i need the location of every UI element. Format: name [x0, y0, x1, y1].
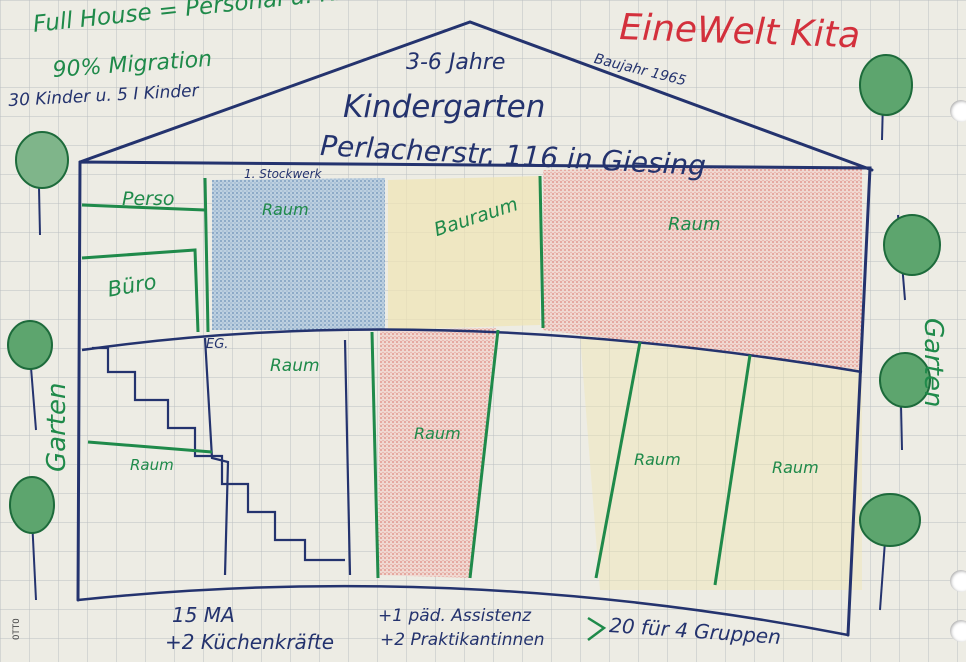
room-ground-5: Raum	[772, 458, 819, 477]
footer-bracket	[587, 616, 607, 641]
garden-right: Garten	[918, 318, 948, 408]
tree-icon	[883, 214, 941, 301]
room-ground-1: Raum	[270, 356, 320, 376]
upper-floor-label: 1. Stockwerk	[244, 167, 322, 181]
age-range: 3-6 Jahre	[406, 50, 506, 75]
kindergarten-label: Kindergarten	[343, 89, 546, 125]
ground-floor-label: EG.	[206, 337, 229, 352]
footer-interns: +2 Praktikantinnen	[380, 630, 545, 650]
brand-mark: OTTO	[12, 618, 22, 640]
upper-room-yellow-fill	[388, 176, 540, 330]
upper-room-red-fill	[543, 166, 862, 370]
tree-icon	[859, 493, 921, 611]
room-upper-blue: Raum	[262, 200, 309, 219]
binder-hole	[950, 100, 966, 122]
room-ground-4: Raum	[634, 450, 681, 469]
room-perso: Perso	[122, 188, 175, 210]
tree-icon	[7, 320, 53, 431]
footer-kitchen: +2 Küchenkräfte	[165, 630, 334, 654]
ground-room-yellow-fill	[580, 335, 862, 590]
upper-room-blue-fill	[212, 178, 385, 330]
floor-divider	[81, 328, 863, 374]
garden-left: Garten	[42, 382, 72, 472]
tree-icon	[879, 352, 931, 451]
tree-icon	[9, 476, 55, 601]
ground-room-red-fill	[378, 328, 496, 578]
ground-line	[77, 584, 849, 637]
footer-assist: +1 päd. Assistenz	[378, 606, 532, 626]
room-upper-red: Raum	[668, 214, 721, 235]
room-ground-2: Raum	[130, 456, 174, 474]
binder-hole	[950, 620, 966, 642]
tree-icon	[859, 54, 913, 141]
room-ground-3: Raum	[414, 424, 461, 443]
binder-hole	[950, 570, 966, 592]
tree-icon	[15, 131, 69, 236]
staircase	[92, 346, 345, 562]
footer-staff: 15 MA	[172, 603, 235, 627]
roof-outline	[78, 20, 874, 172]
kita-title: EineWelt Kita	[618, 7, 861, 57]
house-outline	[76, 160, 872, 637]
